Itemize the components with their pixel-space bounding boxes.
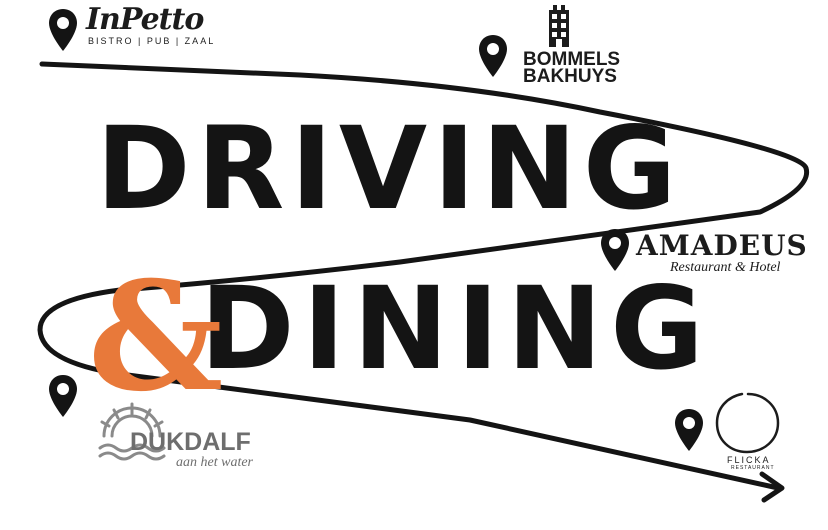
logo-bommels-line2: BAKHUYS <box>523 66 617 87</box>
logo-dukdalf-tagline: aan het water <box>176 455 253 470</box>
house-icon <box>549 5 569 47</box>
arrowhead-icon <box>759 471 785 503</box>
sun-waves-icon <box>98 402 166 461</box>
logo-bommels-line1: BOMMELS <box>523 49 621 70</box>
headline-dining: DINING <box>200 262 712 395</box>
logo-amadeus-tagline: Restaurant & Hotel <box>670 260 781 275</box>
logo-flicka-tagline: RESTAURANT <box>731 465 775 471</box>
headline-driving: DRIVING <box>96 102 683 235</box>
logo-inpetto-tagline: BISTRO | PUB | ZAAL <box>88 36 216 46</box>
ring-icon <box>715 392 780 454</box>
logo-flicka-name: FLICKA <box>727 455 771 465</box>
map-pin-icon <box>479 35 507 77</box>
route-path <box>37 61 810 491</box>
map-pin-icon <box>49 375 77 417</box>
map-pin-icon <box>49 9 77 51</box>
logo-dukdalf-name: DUKDALF <box>130 428 251 456</box>
map-pin-icon <box>601 229 629 271</box>
logo-inpetto-name: InPetto <box>86 2 204 37</box>
map-pin-icon <box>675 409 703 451</box>
headline-ampersand: & <box>88 249 224 425</box>
logo-amadeus-name: AMADEUS <box>636 229 808 262</box>
